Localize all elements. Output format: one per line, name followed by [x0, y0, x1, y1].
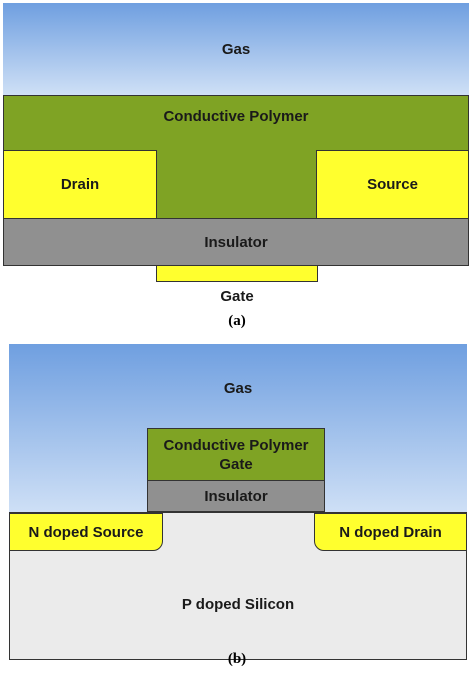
- caption-a: (a): [228, 313, 246, 329]
- drain-electrode-b: N doped Drain: [314, 513, 467, 551]
- gas-label-b: Gas: [223, 379, 253, 397]
- source-electrode-b: N doped Source: [9, 513, 163, 551]
- drain-electrode-a: Drain: [3, 150, 157, 219]
- source-label-a: Source: [367, 176, 418, 193]
- insulator-layer-a: Insulator: [3, 218, 469, 266]
- insulator-layer-b: Insulator: [147, 480, 325, 512]
- polymer-gate-b: Conductive Polymer Gate: [147, 428, 325, 481]
- source-electrode-a: Source: [316, 150, 469, 219]
- panel-b: Gas P doped Silicon N doped Source N dop…: [0, 340, 474, 674]
- insulator-label-b: Insulator: [204, 487, 268, 505]
- caption-b: (b): [227, 651, 247, 667]
- gate-label-a: Gate: [220, 287, 254, 305]
- drain-label-b: N doped Drain: [339, 523, 442, 541]
- gas-region-a: Gas: [3, 3, 469, 95]
- gate-electrode-a: [156, 266, 318, 282]
- source-label-b: N doped Source: [28, 523, 144, 541]
- insulator-label-a: Insulator: [204, 233, 268, 251]
- polymer-gate-label-line1: Conductive Polymer: [163, 436, 309, 454]
- gas-label-a: Gas: [221, 40, 251, 58]
- polymer-gate-label-line2: Gate: [219, 455, 253, 473]
- substrate-label-b: P doped Silicon: [181, 595, 295, 613]
- drain-label-a: Drain: [60, 176, 100, 193]
- panel-a: Gas Conductive Polymer Drain Source Insu…: [0, 0, 474, 330]
- polymer-label-a: Conductive Polymer: [163, 107, 309, 125]
